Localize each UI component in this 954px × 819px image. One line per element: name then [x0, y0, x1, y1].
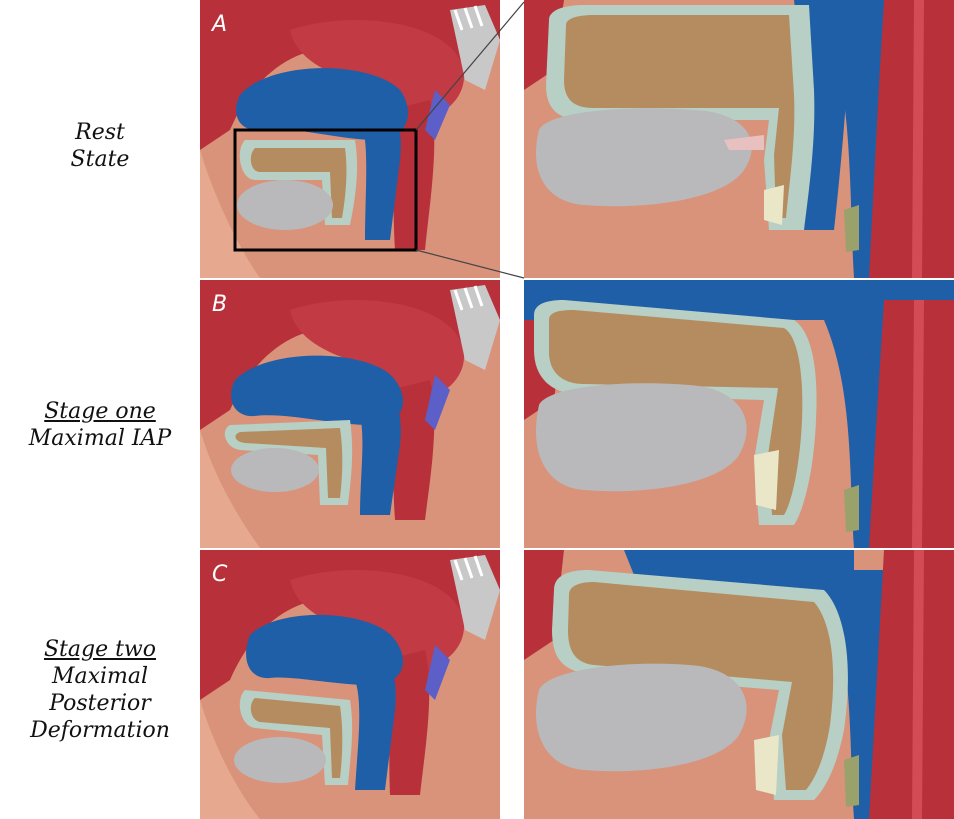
row-label-c-line-2: Maximal: [0, 663, 200, 690]
panel-a-letter: A: [212, 12, 227, 37]
panel-b-overview: B: [200, 280, 500, 548]
row-label-a-line-2: State: [0, 146, 200, 173]
panel-b-letter: B: [212, 292, 227, 317]
panel-b-zoom-illustration: [524, 280, 954, 548]
panel-a-illustration: [200, 0, 500, 278]
row-label-b: Stage one Maximal IAP: [0, 398, 200, 452]
panel-c-illustration: [200, 550, 500, 819]
panel-b-illustration: [200, 280, 500, 548]
panel-c-overview: C: [200, 550, 500, 819]
panel-c-zoom-illustration: [524, 550, 954, 819]
row-label-b-line-1: Stage one: [0, 398, 200, 425]
row-label-c: Stage two Maximal Posterior Deformation: [0, 636, 200, 744]
panel-c-zoom: [524, 550, 954, 819]
row-label-a: Rest State: [0, 119, 200, 173]
row-label-a-line-1: Rest: [0, 119, 200, 146]
panel-b-zoom: [524, 280, 954, 548]
row-label-c-line-1: Stage two: [0, 636, 200, 663]
row-label-c-line-4: Deformation: [0, 717, 200, 744]
panel-c-letter: C: [212, 562, 227, 587]
row-label-c-line-3: Posterior: [0, 690, 200, 717]
row-label-b-line-2: Maximal IAP: [0, 425, 200, 452]
panel-a-overview: A: [200, 0, 500, 278]
panel-a-zoom: [524, 0, 954, 278]
panel-a-zoom-illustration: [524, 0, 954, 278]
